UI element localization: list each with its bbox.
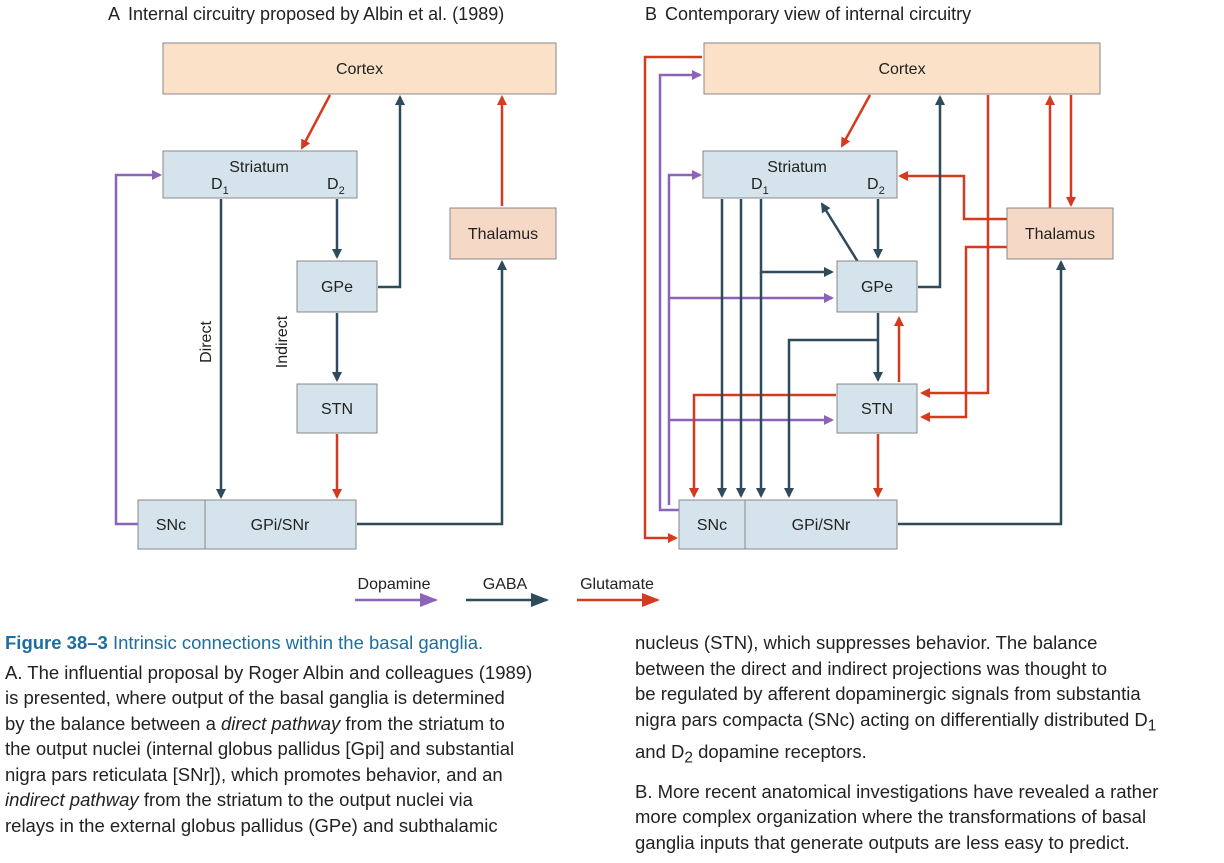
b-glu-cortex-stn <box>920 95 990 398</box>
b-glu-thalamus-striatum <box>898 171 1007 221</box>
caption-line: nucleus (STN), which suppresses behavior… <box>635 632 1098 653</box>
b-snc-label: SNc <box>697 517 727 534</box>
legend-dopamine-label: Dopamine <box>358 576 431 593</box>
a-striatum-label: Striatum <box>229 159 289 176</box>
b-gpi-label: GPi/SNr <box>792 517 851 534</box>
a-thalamus-box <box>449 207 557 260</box>
legend-gaba-label: GABA <box>483 576 528 593</box>
a-arrow-gpe-cortex <box>378 95 405 289</box>
a-gpi-label: GPi/SNr <box>251 517 310 534</box>
b-thalamus-label: Thalamus <box>1025 226 1095 243</box>
caption-line: nigra pars compacta (SNc) acting on diff… <box>635 708 1157 735</box>
a-gpe-label: GPe <box>321 279 353 296</box>
caption-line: by the balance between a direct pathway … <box>5 712 505 734</box>
b-gpi-box <box>744 499 898 550</box>
a-cortex-label: Cortex <box>336 61 383 78</box>
b-stn-label: STN <box>861 401 893 418</box>
caption-right-column: nucleus (STN), which suppresses behavior… <box>635 630 1220 863</box>
caption-line: the output nuclei (internal globus palli… <box>5 738 515 759</box>
b-gaba-gpi-thalamus <box>898 260 1066 526</box>
caption-line: indirect pathway from the striatum to th… <box>5 789 473 810</box>
a-direct-label: Direct <box>198 321 215 363</box>
caption-line: between the direct and indirect projecti… <box>635 657 1108 679</box>
b-dop-snc-cortex <box>658 70 702 512</box>
caption-paragraph-a: A. The influential proposal by Roger Alb… <box>5 660 590 839</box>
b-thalamus-box <box>1006 207 1114 260</box>
b-gaba-gpe-gpi <box>784 338 878 498</box>
b-stn-box <box>836 383 918 434</box>
b-glu-thalamus-stn <box>920 245 1007 422</box>
b-d1-label: D1 <box>751 176 769 197</box>
b-gaba-gpe-striatum <box>820 202 860 263</box>
a-snc-box <box>137 499 206 550</box>
caption-line: nigra pars reticulata [SNr]), which prom… <box>5 763 503 785</box>
legend: Dopamine GABA Glutamate <box>355 576 660 607</box>
a-stn-label: STN <box>321 401 353 418</box>
b-gpe-box <box>836 260 918 313</box>
b-d2-label: D2 <box>867 176 885 197</box>
b-gaba-gpe-cortex <box>918 95 945 289</box>
figure-caption-title: Figure 38–3 Intrinsic connections within… <box>5 630 590 656</box>
caption-paragraph-a-cont: nucleus (STN), which suppresses behavior… <box>635 630 1220 771</box>
caption-line: and D2 dopamine receptors. <box>635 740 867 767</box>
a-gpi-box <box>204 499 357 550</box>
caption-line: relays in the external globus pallidus (… <box>5 814 498 836</box>
legend-glutamate-label: Glutamate <box>580 576 654 593</box>
b-glu-cortex-snc <box>643 55 702 543</box>
b-glu-stn-snc <box>689 393 836 498</box>
b-gaba-striatum-gpe-d1 <box>759 199 834 277</box>
a-snc-label: SNc <box>156 517 186 534</box>
b-cortex-label: Cortex <box>878 61 925 78</box>
b-cortex-box <box>703 42 1101 95</box>
caption-line: A. The influential proposal by Roger Alb… <box>5 661 533 683</box>
a-stn-box <box>296 383 378 434</box>
b-striatum-box <box>702 150 898 199</box>
b-gpe-label: GPe <box>861 279 893 296</box>
a-cortex-box <box>162 42 557 95</box>
caption-line: ganglia inputs that generate outputs are… <box>635 831 1130 853</box>
a-thalamus-label: Thalamus <box>468 226 538 243</box>
figure-title: Intrinsic connections within the basal g… <box>112 632 484 653</box>
a-indirect-label: Indirect <box>274 315 291 368</box>
caption-line: more complex organization where the tran… <box>635 806 1147 828</box>
caption-line: be regulated by afferent dopaminergic si… <box>635 683 1141 704</box>
b-glu-cortex-striatum <box>840 94 872 148</box>
caption-paragraph-b: B. More recent anatomical investigations… <box>635 779 1220 856</box>
b-dop-snc-striatum <box>667 170 702 505</box>
caption-left-column: Figure 38–3 Intrinsic connections within… <box>5 630 590 846</box>
caption-line: B. More recent anatomical investigations… <box>635 780 1159 802</box>
b-striatum-label: Striatum <box>767 159 827 176</box>
a-arrow-cortex-striatum <box>300 94 332 150</box>
a-striatum-box <box>162 150 358 199</box>
a-gpe-box <box>296 260 378 313</box>
a-d2-label: D2 <box>327 176 345 197</box>
b-snc-box <box>678 499 746 550</box>
a-arrow-gpi-thalamus <box>357 260 507 526</box>
a-d1-label: D1 <box>211 176 229 197</box>
figure-label: Figure 38–3 <box>5 632 108 653</box>
caption-line: is presented, where output of the basal … <box>5 687 505 708</box>
a-arrow-snc-striatum <box>114 170 162 526</box>
